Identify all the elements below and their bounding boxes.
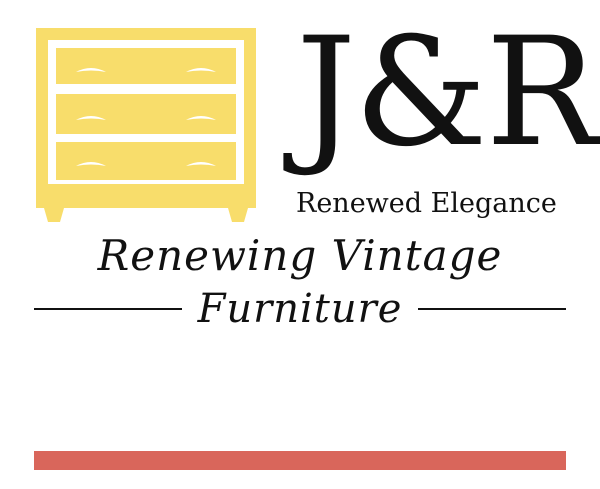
brand-title: J&R [296,6,599,180]
drawer-bottom [56,142,236,180]
handle-icon [76,162,106,166]
dresser-foot-left [44,208,64,222]
dresser-foot-right [228,208,248,222]
drawer-top [56,48,236,84]
dresser-icon [36,28,256,222]
tagline-line-2: Furniture [197,286,403,332]
handle-icon [186,68,216,72]
divider-right [418,308,566,310]
handle-icon [76,116,106,120]
handle-icon [186,162,216,166]
accent-bar [34,451,566,470]
brand-subtitle: Renewed Elegance [296,188,557,219]
tagline-row: Furniture [34,284,566,334]
handle-icon [76,68,106,72]
tagline-line-1: Renewing Vintage [97,231,503,280]
handle-icon [186,116,216,120]
divider-left [34,308,182,310]
accent-bar-fill [34,451,566,470]
drawer-middle [56,94,236,134]
